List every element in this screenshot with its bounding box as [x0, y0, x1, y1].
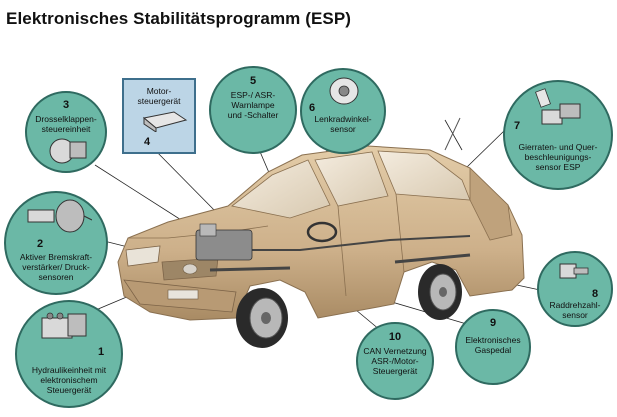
rear-wheel	[418, 264, 462, 320]
brake-booster-icon	[22, 198, 93, 234]
component-bubble-10	[356, 322, 434, 400]
component-label-10: CAN Vernetzung ASR-/Motor- Steuergerät	[363, 346, 427, 376]
component-bubble-5	[209, 66, 297, 154]
component-label-1: Hydraulikeinheit mit elektronischem Steu…	[31, 365, 107, 395]
front-wheel	[236, 288, 288, 348]
engine-control-unit-icon	[142, 110, 188, 133]
component-number-1: 1	[97, 346, 105, 358]
component-number-6: 6	[308, 102, 316, 114]
page-title: Elektronisches Stabilitätsprogramm (ESP)	[6, 9, 352, 28]
yaw-rate-sensor-icon	[532, 86, 582, 128]
component-label-6: Lenkradwinkel- sensor	[314, 114, 372, 134]
component-bubble-2	[4, 191, 108, 295]
component-label-8: Raddrehzahl- sensor	[549, 300, 601, 320]
component-label-5: ESP-/ ASR- Warnlampe und -Schalter	[227, 90, 279, 120]
hydraulic-unit-icon	[38, 308, 90, 344]
component-bubble-9	[455, 309, 531, 385]
wheel-speed-sensor-icon	[556, 258, 590, 286]
component-label-2: Aktiver Bremskraft- verstärker/ Druck- s…	[19, 252, 93, 282]
component-number-2: 2	[36, 238, 44, 250]
car-body	[117, 117, 525, 321]
component-number-7: 7	[513, 120, 521, 132]
throttle-body-icon	[46, 136, 90, 166]
component-label-7: Gierraten- und Quer- beschleunigungs- se…	[518, 142, 598, 172]
component-label-9: Elektronisches Gaspedal	[465, 335, 521, 355]
steering-angle-sensor-icon	[328, 76, 360, 106]
component-number-8: 8	[591, 288, 599, 300]
component-number-9: 9	[489, 317, 497, 329]
component-label-3: Drosselklappen- steuereinheit	[35, 114, 97, 134]
component-number-5: 5	[249, 75, 257, 87]
leader-line-4	[149, 144, 223, 219]
component-label-4: Motor- steuergerät	[137, 86, 181, 106]
component-number-3: 3	[62, 99, 70, 111]
component-bubble-7	[503, 80, 613, 190]
component-number-10: 10	[388, 331, 402, 343]
component-number-4: 4	[143, 136, 151, 148]
